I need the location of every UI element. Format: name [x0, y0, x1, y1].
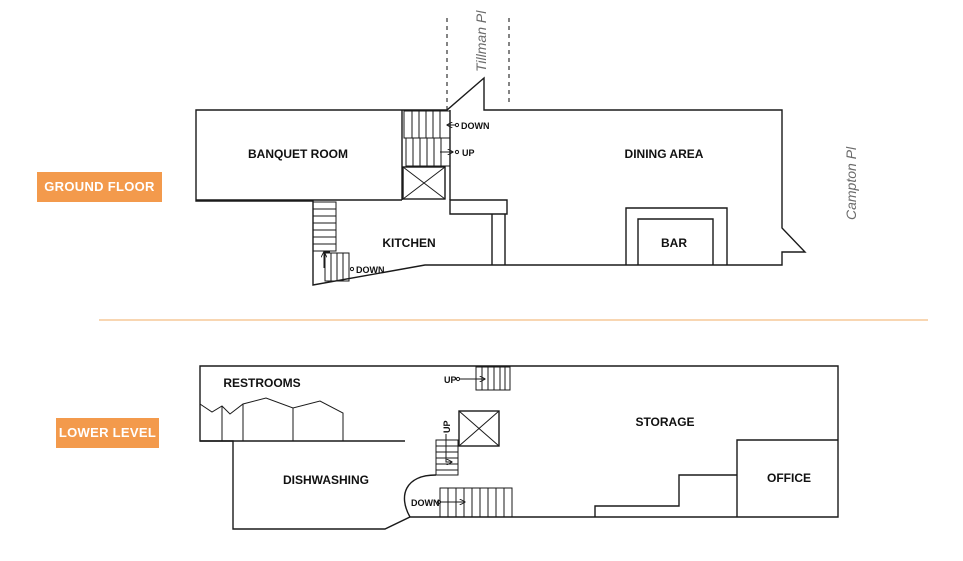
tillman-place-label: Tillman Pl [473, 10, 489, 72]
kitchen-label: KITCHEN [382, 236, 435, 250]
ground-stair-down-label: DOWN [461, 121, 490, 131]
lower-stair-up-vertical [435, 434, 459, 476]
restroom-stalls [199, 397, 344, 441]
lower-stair-up-top-label: UP [444, 375, 457, 385]
office-label: OFFICE [767, 471, 811, 485]
banquet-room-label: BANQUET ROOM [248, 147, 348, 161]
bar-counter [625, 207, 728, 265]
lower-stair-up-top [455, 366, 511, 391]
kitchen-stair-down-label: DOWN [356, 265, 385, 275]
ground-stair-up-label: UP [462, 148, 475, 158]
lower-level-plan: UP UP [199, 365, 839, 530]
bar-label: BAR [661, 236, 687, 250]
kitchen-stair [312, 201, 355, 282]
kitchen-counter [449, 199, 508, 215]
storage-stepped-wall [594, 474, 737, 517]
lower-outer-wall [199, 365, 839, 530]
ground-floor-plan: DOWN UP [195, 76, 807, 286]
tillman-street-lines [446, 18, 510, 110]
lower-elevator [458, 410, 500, 447]
ground-stair-down-upper [403, 110, 460, 139]
restrooms-label: RESTROOMS [223, 376, 300, 390]
dishwashing-label: DISHWASHING [283, 473, 369, 487]
office-walls [736, 439, 838, 517]
ground-floor-badge: GROUND FLOOR [37, 172, 162, 202]
lower-level-badge: LOWER LEVEL [56, 418, 159, 448]
lower-stair-up-vertical-label: UP [442, 420, 452, 433]
dining-area-label: DINING AREA [625, 147, 704, 161]
ground-elevator [402, 166, 446, 200]
campton-place-label: Campton Pl [843, 146, 859, 220]
lower-stair-down-label: DOWN [411, 498, 440, 508]
ground-stair-up [405, 137, 460, 167]
lower-stair-down [403, 474, 513, 518]
storage-label: STORAGE [635, 415, 694, 429]
